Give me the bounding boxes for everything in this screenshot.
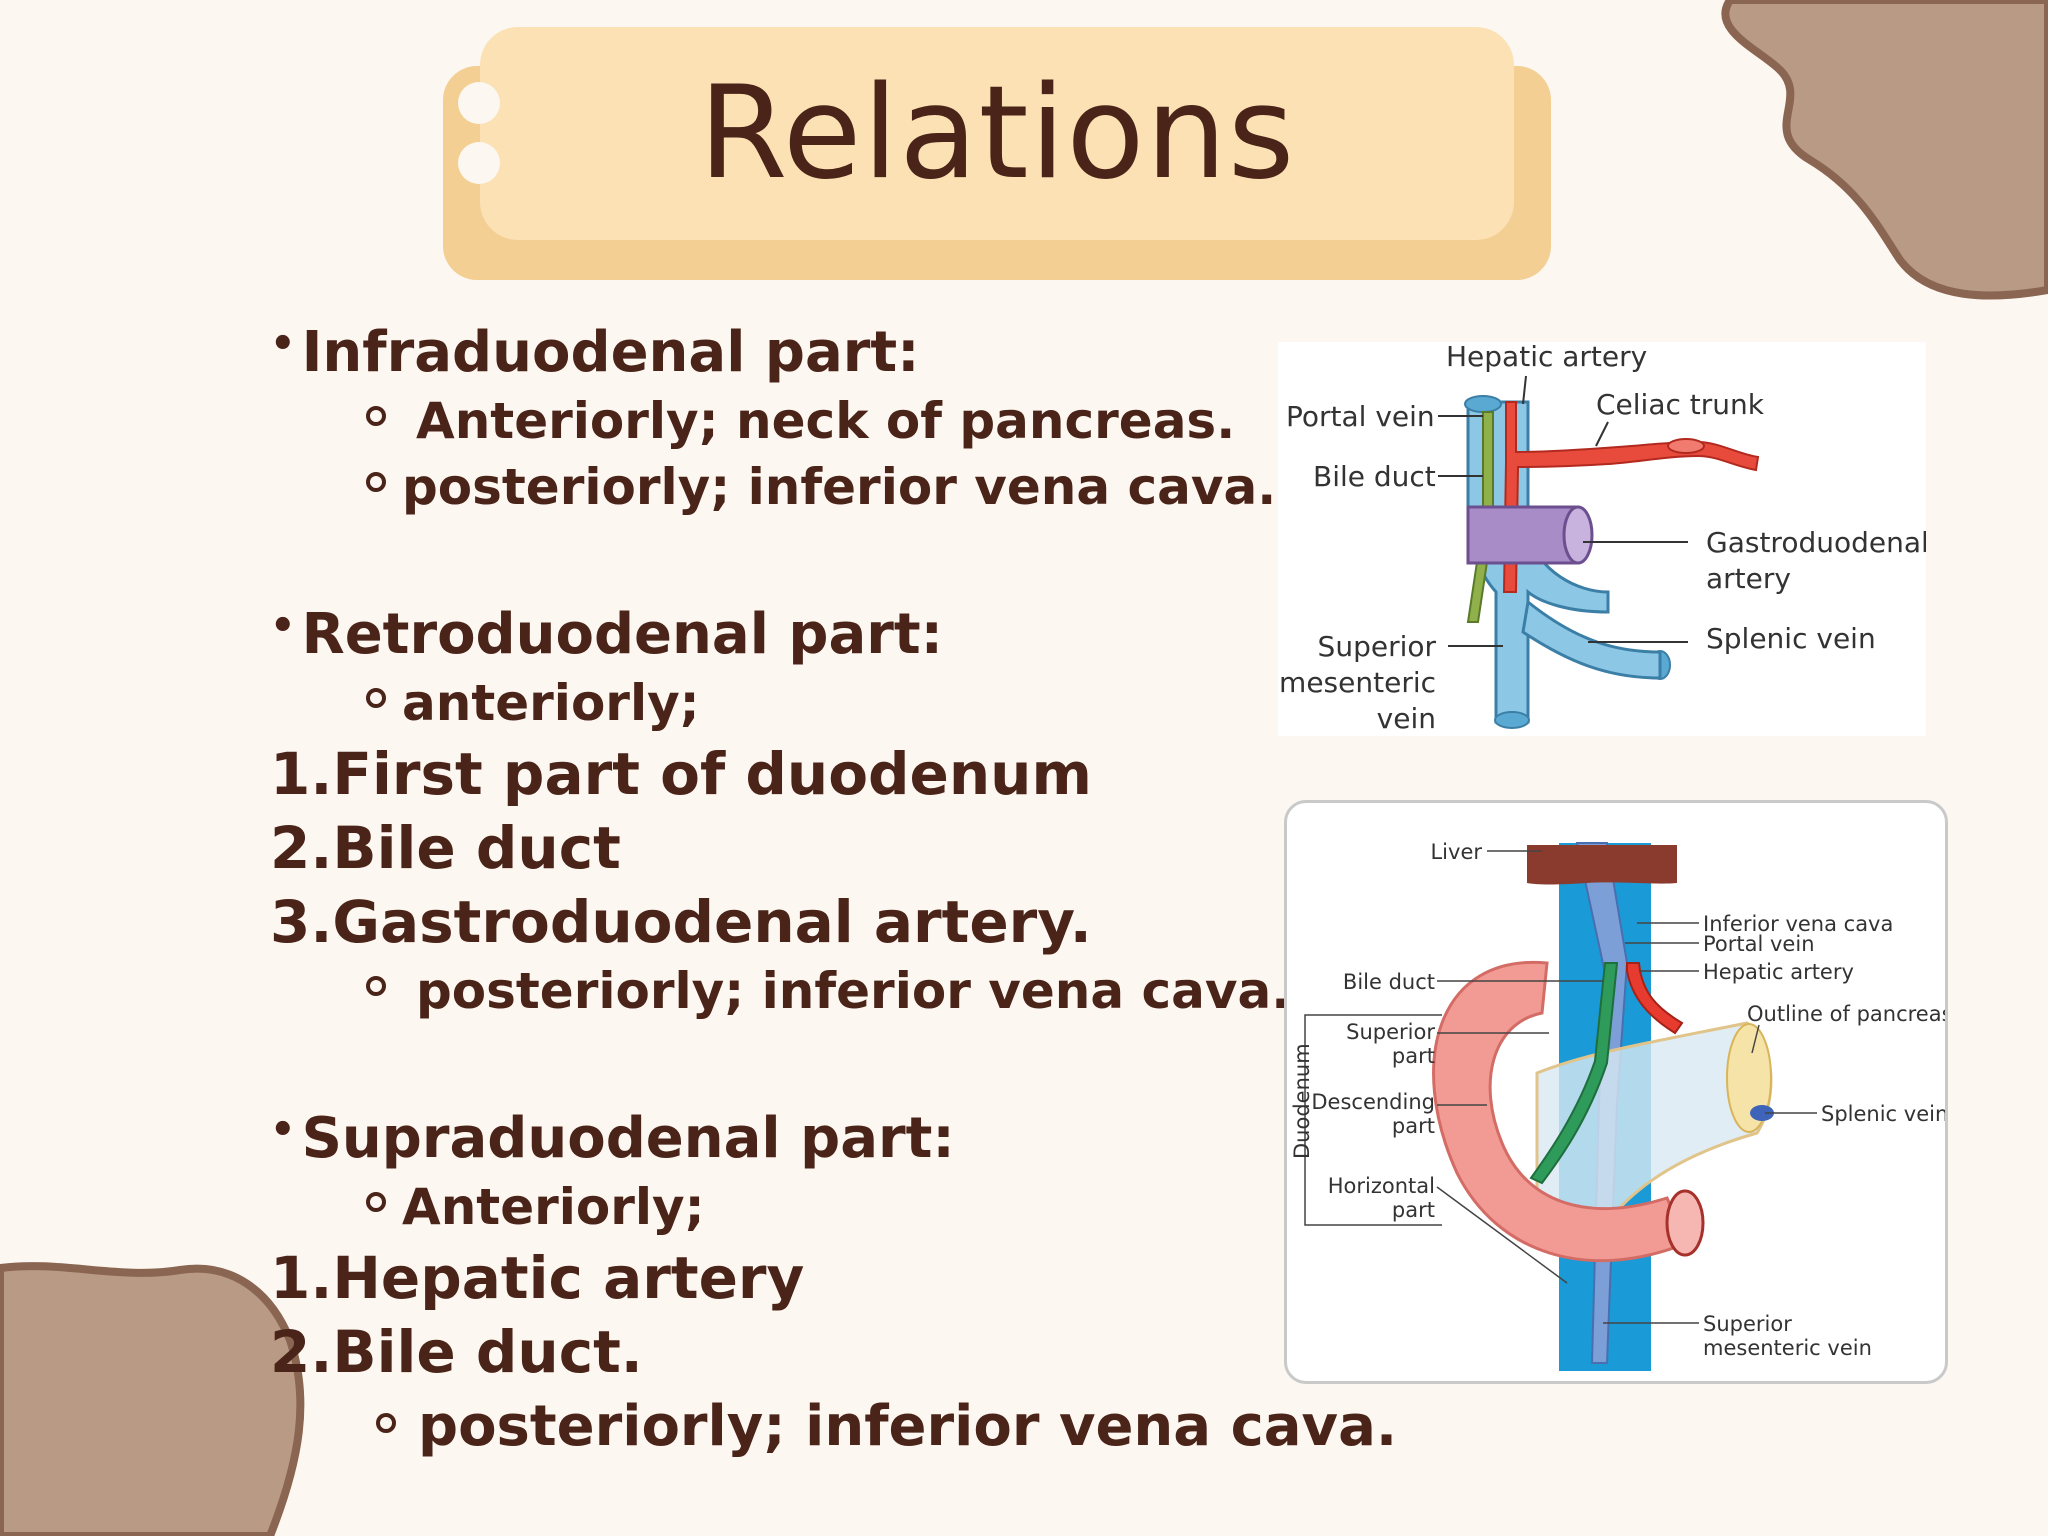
banner-hole-1 xyxy=(458,82,500,124)
liver-shape xyxy=(1527,845,1677,885)
figure-duodenum: Liver Inferior vena cava Portal vein Bil… xyxy=(1284,800,1953,1384)
bullet-dot: • xyxy=(270,1107,296,1153)
infra-sub-2: posteriorly; inferior vena cava. xyxy=(366,458,1276,516)
hepatic-artery-shape xyxy=(1626,962,1684,1035)
bullet-circle xyxy=(366,976,386,996)
retro-list-2: 2.Bile duct xyxy=(270,814,621,882)
label-horizontal-part: part xyxy=(1392,1198,1435,1222)
label-descending-part: part xyxy=(1392,1114,1435,1138)
portal-vein-end xyxy=(1464,395,1502,413)
label-bile-duct: Bile duct xyxy=(1343,970,1435,994)
label-superior: Superior xyxy=(1346,1020,1435,1044)
bullet-circle xyxy=(366,406,386,426)
label-smv-2: mesenteric vein xyxy=(1703,1336,1872,1360)
bullet-circle xyxy=(376,1413,396,1433)
bile-duct-shape xyxy=(1529,962,1619,1185)
bullet-dot: • xyxy=(270,603,296,649)
retro-sub-1: anteriorly; xyxy=(366,674,700,732)
label-liver: Liver xyxy=(1430,840,1482,864)
label-descending: Descending xyxy=(1311,1090,1435,1114)
supra-list-1: 1.Hepatic artery xyxy=(270,1244,805,1312)
page-title: Relations xyxy=(698,59,1296,208)
pancreas-tail xyxy=(1726,1023,1772,1133)
label-portal-vein: Portal vein xyxy=(1703,932,1815,956)
label-gastroduodenal: Gastroduodenal xyxy=(1706,526,1926,559)
duodenum-diagram: Liver Inferior vena cava Portal vein Bil… xyxy=(1290,840,1953,1371)
label-gastroduodenal-artery: artery xyxy=(1706,562,1791,595)
banner-hole-2 xyxy=(458,142,500,184)
retro-sub-2: posteriorly; inferior vena cava. xyxy=(366,962,1290,1020)
duodenum-tube xyxy=(1466,505,1580,565)
figure-portal-vessels: Hepatic artery Portal vein Celiac trunk … xyxy=(1278,340,1929,736)
label-superior-part: part xyxy=(1392,1044,1435,1068)
smv-end xyxy=(1494,711,1530,729)
label-duodenum: Duodenum xyxy=(1290,1043,1314,1159)
portal-vessels-diagram: Hepatic artery Portal vein Celiac trunk … xyxy=(1279,340,1929,735)
duodenum-loop xyxy=(1432,960,1690,1263)
infra-heading: •Infraduodenal part: xyxy=(270,320,920,385)
bullet-circle xyxy=(366,472,386,492)
splenic-vein-end xyxy=(1750,1105,1774,1121)
label-smv-2: mesenteric xyxy=(1279,666,1436,699)
title-banner xyxy=(480,27,1514,240)
bullet-circle xyxy=(366,1192,386,1212)
retro-list-3: 3.Gastroduodenal artery. xyxy=(270,888,1092,956)
bullet-dot: • xyxy=(270,321,296,367)
supra-sub-2: posteriorly; inferior vena cava. xyxy=(376,1394,1397,1459)
retro-list-1: 1.First part of duodenum xyxy=(270,740,1092,808)
fig1-leader-lines xyxy=(1438,375,1688,647)
supra-heading: •Supraduodenal part: xyxy=(270,1106,955,1171)
infra-sub-1: Anteriorly; neck of pancreas. xyxy=(366,392,1235,450)
label-smv-3: vein xyxy=(1377,702,1436,735)
label-horizontal: Horizontal xyxy=(1328,1174,1435,1198)
label-splenic-vein: Splenic vein xyxy=(1706,622,1876,655)
supra-list-2: 2.Bile duct. xyxy=(270,1318,643,1386)
label-smv-1: Superior xyxy=(1318,630,1437,663)
bullet-circle xyxy=(366,688,386,708)
label-splenic-vein: Splenic vein xyxy=(1821,1102,1945,1126)
decorative-blob-top-right xyxy=(1721,0,2048,300)
decorative-blob-bottom-left xyxy=(0,1262,305,1536)
label-bile-duct: Bile duct xyxy=(1313,460,1436,493)
label-ivc: Inferior vena cava xyxy=(1703,912,1893,936)
fig2-leader-lines xyxy=(1304,850,1817,1324)
celiac-trunk-end xyxy=(1667,438,1705,454)
duodenum-end xyxy=(1562,505,1594,565)
label-portal-vein: Portal vein xyxy=(1286,400,1435,433)
label-hepatic-artery: Hepatic artery xyxy=(1446,342,1647,373)
label-smv: Superior xyxy=(1703,1312,1792,1336)
label-hepatic-artery: Hepatic artery xyxy=(1703,960,1854,984)
supra-sub-1: Anteriorly; xyxy=(366,1178,705,1236)
label-celiac-trunk: Celiac trunk xyxy=(1596,388,1765,421)
splenic-vein-shape xyxy=(1521,599,1662,680)
retro-heading: •Retroduodenal part: xyxy=(270,602,944,667)
duodenum-end xyxy=(1665,1189,1705,1257)
label-outline-pancreas: Outline of pancreas xyxy=(1747,1002,1945,1026)
